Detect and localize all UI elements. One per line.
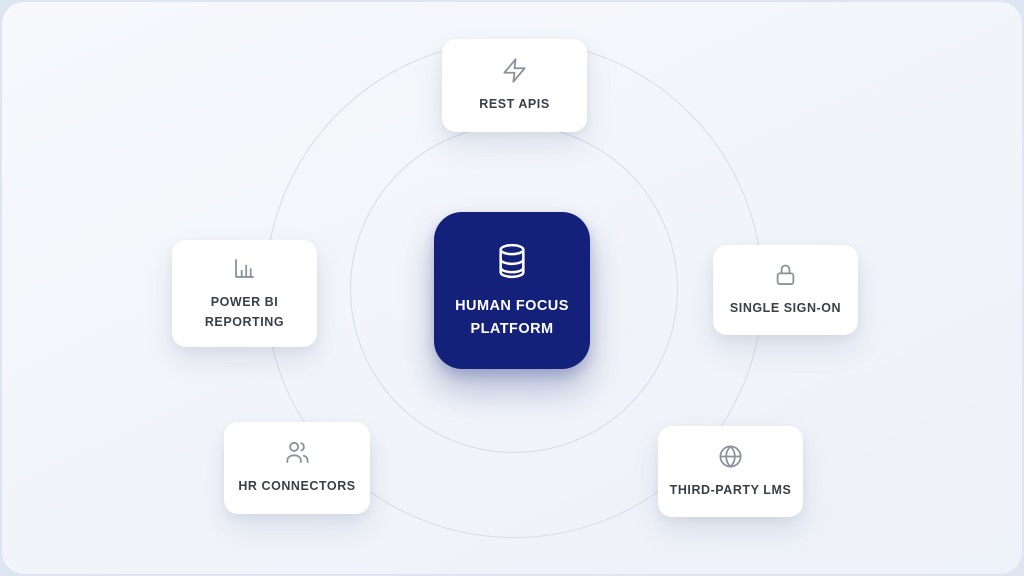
node-label: REST APIS [479, 96, 550, 111]
node-label: SINGLE SIGN-ON [729, 301, 842, 316]
users-icon [284, 439, 311, 466]
lock-icon [772, 261, 799, 288]
node-hr-connectors: HR CONNECTORS [224, 422, 370, 514]
bar-chart-icon [231, 255, 258, 282]
node-power-bi-reporting: POWER BI REPORTING [172, 240, 317, 347]
hub-human-focus-platform: HUMAN FOCUS PLATFORM [434, 212, 590, 369]
globe-icon [717, 443, 744, 470]
node-label: HR CONNECTORS [238, 479, 356, 494]
database-icon [492, 241, 532, 281]
node-rest-apis: REST APIS [442, 39, 587, 132]
node-label: POWER BI REPORTING [204, 295, 285, 329]
node-third-party-lms: THIRD-PARTY LMS [658, 426, 803, 517]
zap-icon [501, 57, 528, 84]
node-single-sign-on: SINGLE SIGN-ON [713, 245, 858, 335]
node-label: THIRD-PARTY LMS [669, 482, 792, 497]
hub-label: HUMAN FOCUS PLATFORM [455, 298, 569, 337]
